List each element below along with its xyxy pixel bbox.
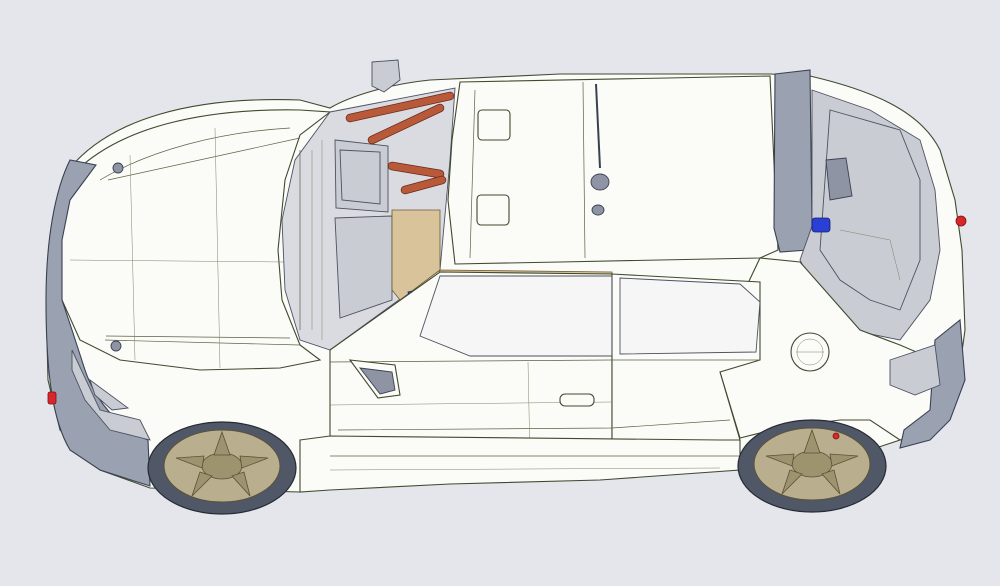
rear-quarter: [719, 257, 966, 449]
side-skirt: [299, 435, 741, 493]
hood-panel: [59, 109, 332, 371]
front-light-red: [47, 391, 57, 405]
front-bumper: [45, 159, 151, 487]
roof-vent: [477, 109, 511, 141]
rear-wing: [773, 69, 967, 341]
headlight: [71, 349, 151, 441]
antenna: [595, 83, 601, 169]
roof-panel: [447, 75, 779, 265]
rear-wheel: [737, 419, 887, 513]
tail-light: [889, 344, 941, 396]
rear-light-red: [955, 215, 967, 227]
hood-pin-icon: [110, 340, 122, 352]
hood-pin-icon: [112, 162, 124, 174]
antenna-base: [590, 173, 610, 191]
windshield-cutaway: [281, 59, 456, 351]
roof-vent: [476, 194, 510, 226]
front-wheel: [147, 421, 297, 515]
side-mirror: [371, 59, 401, 93]
door-handle: [559, 393, 595, 407]
